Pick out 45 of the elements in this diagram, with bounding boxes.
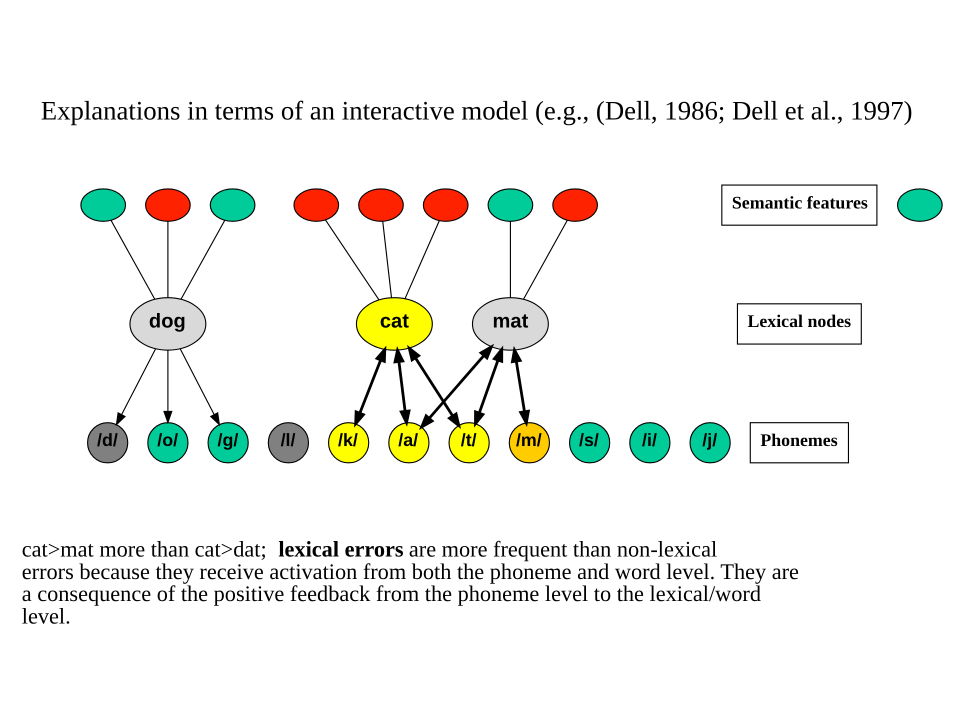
arrow bbox=[474, 346, 504, 428]
arrow bbox=[510, 346, 530, 427]
node-circle: /j/ bbox=[689, 422, 731, 464]
node-ellipse bbox=[552, 188, 598, 222]
node-box: Lexical nodes bbox=[736, 303, 862, 345]
node-circle: /o/ bbox=[147, 422, 189, 464]
node-circle: /s/ bbox=[568, 422, 610, 464]
connector bbox=[382, 221, 392, 298]
connector bbox=[180, 220, 226, 300]
connector bbox=[404, 220, 440, 299]
node-circle: /k/ bbox=[328, 422, 370, 464]
connector bbox=[110, 220, 156, 300]
arrow bbox=[407, 344, 462, 430]
node-box: Semantic features bbox=[721, 184, 878, 226]
connector bbox=[325, 220, 380, 300]
arrow bbox=[393, 346, 411, 427]
node-circle: /i/ bbox=[629, 422, 671, 464]
caption: cat>mat more than cat>dat; lexical errors are more frequent than non-lexical errors because they receive activation from both the phoneme and word level. They are a consequence of the positive feedback from the phoneme level to the lexical/word level. bbox=[22, 536, 799, 628]
connector bbox=[167, 221, 168, 298]
node-circle: /d/ bbox=[87, 422, 128, 464]
node-circle: /a/ bbox=[388, 422, 430, 464]
connector bbox=[510, 221, 511, 298]
node-ellipse: dog bbox=[129, 297, 206, 351]
node-ellipse bbox=[422, 188, 469, 222]
arrow bbox=[419, 344, 494, 430]
diagram-title: Explanations in terms of an interactive model (e.g., (Dell, 1986; Dell et al., 1997) bbox=[40, 95, 913, 126]
node-ellipse bbox=[488, 188, 534, 222]
node-ellipse bbox=[145, 188, 191, 222]
arrow bbox=[180, 348, 220, 426]
node-box: Phonemes bbox=[750, 422, 850, 464]
node-circle: /l/ bbox=[268, 422, 310, 464]
node-ellipse bbox=[358, 188, 404, 222]
node-ellipse: cat bbox=[356, 297, 433, 351]
connector bbox=[523, 220, 568, 300]
node-circle: /t/ bbox=[448, 422, 490, 464]
node-ellipse bbox=[80, 188, 126, 222]
node-ellipse bbox=[210, 188, 256, 222]
node-ellipse: mat bbox=[472, 297, 549, 351]
node-circle: /g/ bbox=[208, 422, 249, 464]
node-ellipse bbox=[293, 188, 340, 222]
arrow bbox=[163, 350, 173, 424]
arrow bbox=[116, 348, 156, 426]
node-ellipse bbox=[897, 188, 943, 222]
node-circle: /m/ bbox=[508, 422, 550, 464]
arrow bbox=[354, 346, 386, 428]
